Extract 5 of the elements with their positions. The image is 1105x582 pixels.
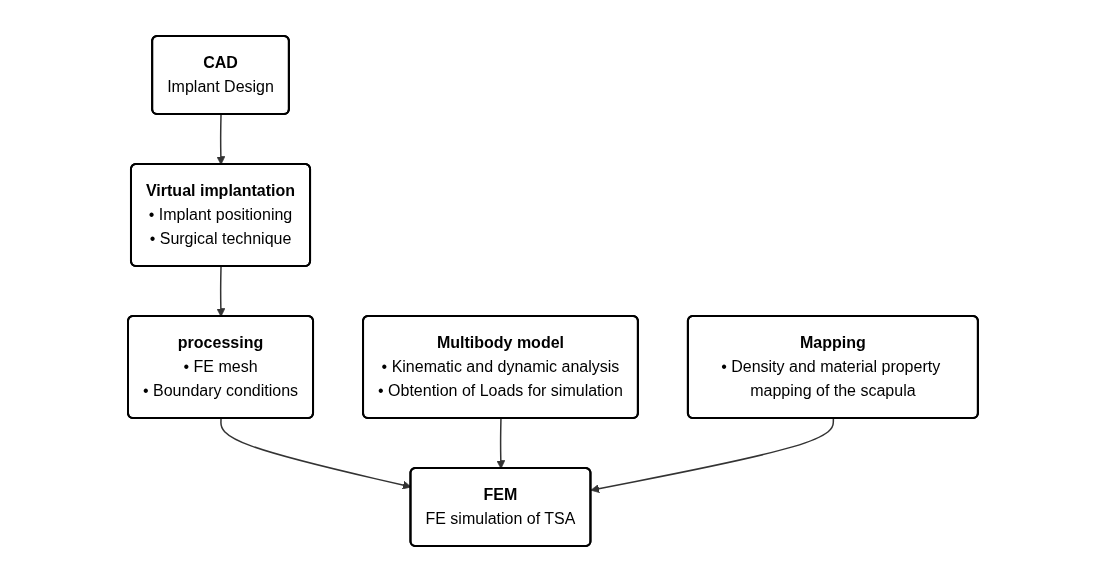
arrow [219, 417, 411, 490]
arrow [216, 265, 225, 317]
arrow [590, 417, 834, 493]
arrow [216, 113, 225, 165]
arrow [495, 417, 505, 469]
